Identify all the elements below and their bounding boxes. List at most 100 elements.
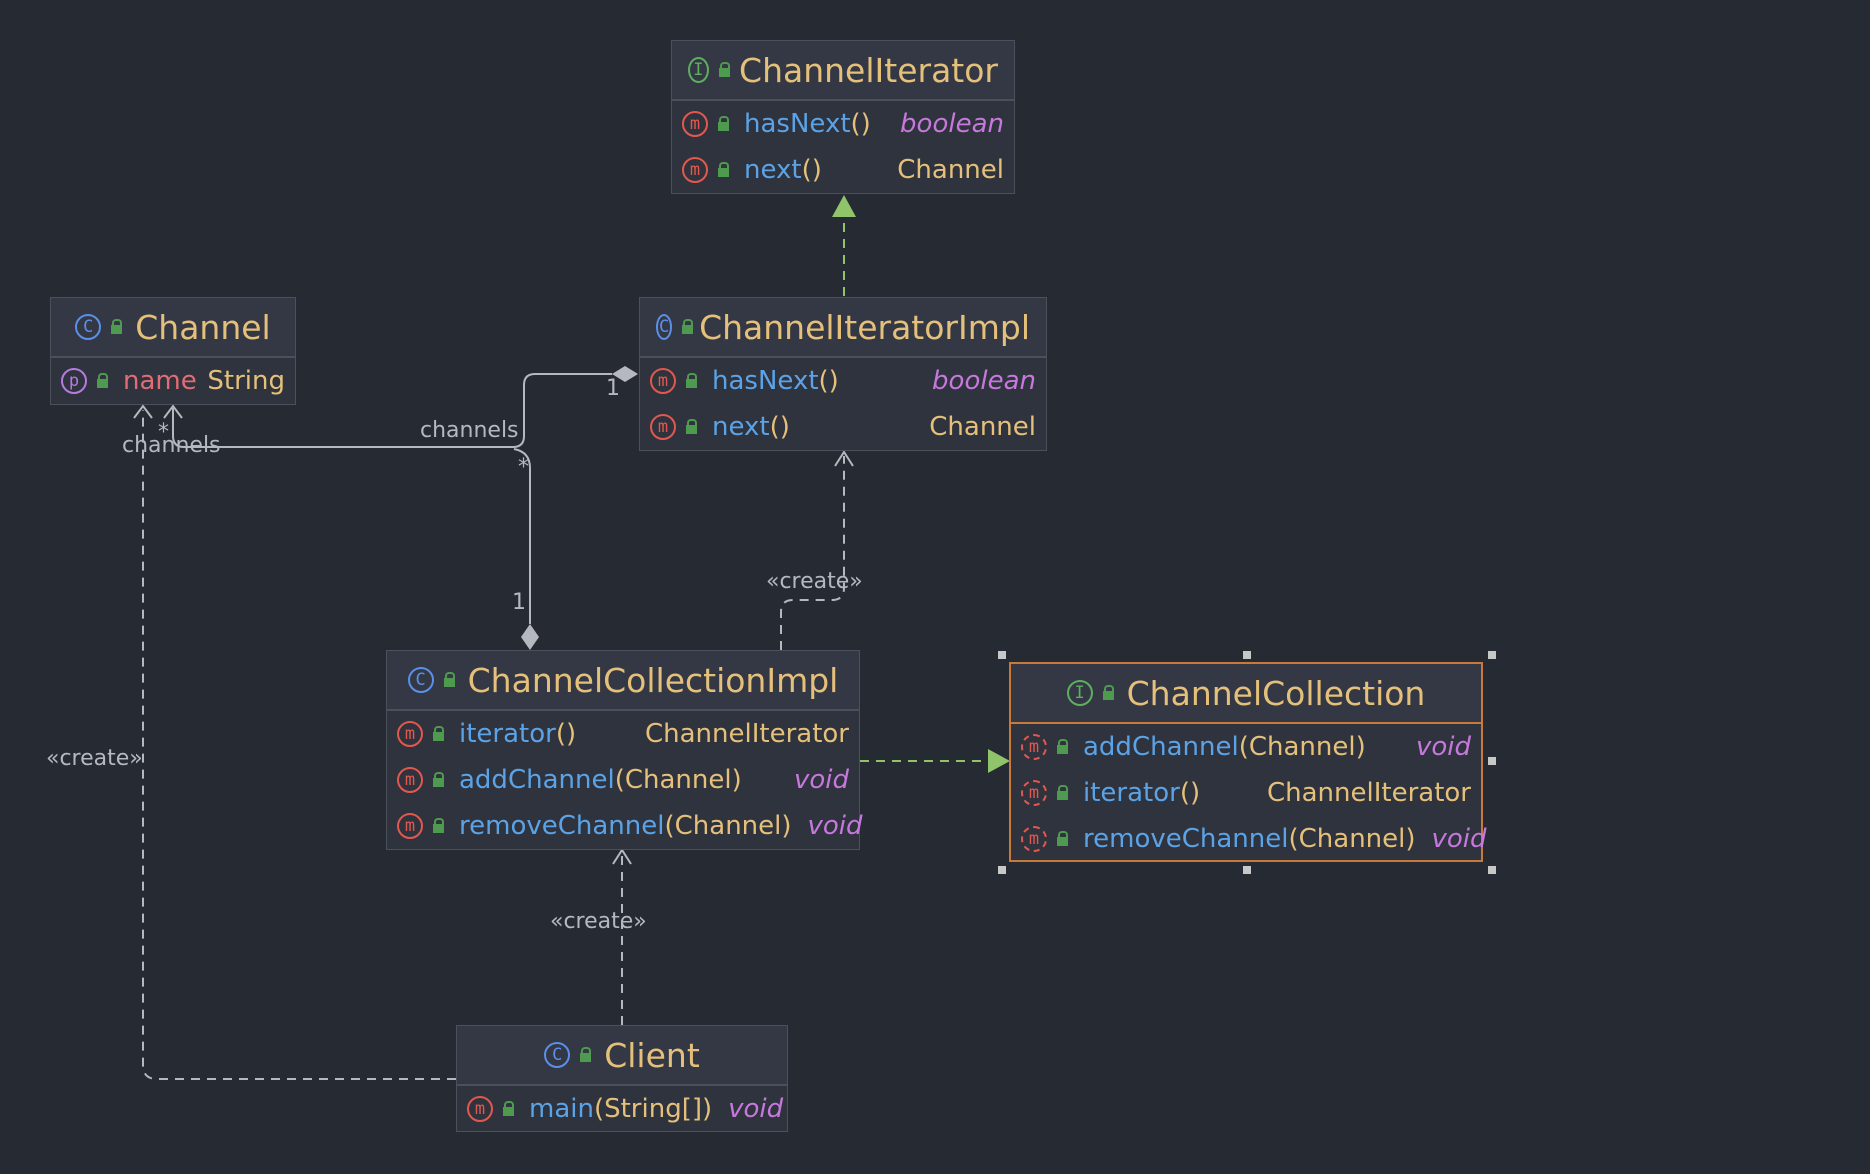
node-header: C ChannelIteratorImpl xyxy=(640,298,1046,358)
public-lock-icon xyxy=(431,726,447,742)
node-header: I ChannelCollection xyxy=(1011,664,1481,724)
public-lock-icon xyxy=(717,62,731,78)
member-row[interactable]: m iterator () ChannelIterator xyxy=(1011,770,1481,816)
member-type: void xyxy=(807,811,863,841)
member-type: String xyxy=(207,366,285,396)
member-params: (String[]) xyxy=(593,1094,713,1124)
stereotype-label: «create» xyxy=(550,909,647,934)
public-lock-icon xyxy=(684,373,700,389)
member-type: Channel xyxy=(929,412,1036,442)
member-row[interactable]: m hasNext () boolean xyxy=(640,358,1046,404)
multiplicity-label: * xyxy=(518,455,529,480)
public-lock-icon xyxy=(1055,739,1071,755)
node-client[interactable]: C Client m main (String[]) void xyxy=(456,1025,788,1132)
node-header: C Channel xyxy=(51,298,295,358)
member-row[interactable]: m addChannel (Channel) void xyxy=(1011,724,1481,770)
multiplicity-label: * xyxy=(158,420,169,445)
member-row[interactable]: m removeChannel (Channel) void xyxy=(1011,816,1487,862)
node-title: ChannelCollection xyxy=(1126,673,1426,713)
public-lock-icon xyxy=(1101,685,1117,701)
node-title: ChannelCollectionImpl xyxy=(467,660,839,700)
member-type: void xyxy=(793,765,849,795)
member-type: ChannelIterator xyxy=(1266,778,1471,808)
stereotype-label: «create» xyxy=(46,746,143,771)
member-type: void xyxy=(1431,824,1487,854)
node-channel[interactable]: C Channel p name String xyxy=(50,297,296,405)
member-type: boolean xyxy=(932,366,1036,396)
resize-handle[interactable] xyxy=(1488,651,1496,659)
resize-handle[interactable] xyxy=(1488,866,1496,874)
realization-edge-collection[interactable] xyxy=(860,749,1010,773)
member-row[interactable]: m main (String[]) void xyxy=(457,1086,787,1132)
public-lock-icon xyxy=(1055,785,1071,801)
public-lock-icon xyxy=(501,1101,517,1117)
public-lock-icon xyxy=(578,1047,594,1063)
method-icon: m xyxy=(682,111,708,137)
public-lock-icon xyxy=(1055,831,1071,847)
edge-label-channels: channels xyxy=(122,433,221,458)
create-edge-iterator-impl[interactable] xyxy=(780,450,854,650)
member-params: () xyxy=(555,719,577,749)
abstract-method-icon: m xyxy=(1021,826,1047,852)
member-name: addChannel xyxy=(459,765,615,795)
resize-handle[interactable] xyxy=(998,651,1006,659)
interface-icon: I xyxy=(688,57,709,83)
abstract-method-icon: m xyxy=(1021,734,1047,760)
member-row[interactable]: m removeChannel (Channel) void xyxy=(387,803,863,849)
realization-edge-iterator[interactable] xyxy=(832,195,856,296)
member-params: () xyxy=(769,412,790,442)
member-row[interactable]: m next () Channel xyxy=(640,404,1046,450)
member-name: next xyxy=(712,412,770,442)
member-row[interactable]: m iterator () ChannelIterator xyxy=(387,711,859,757)
node-channel-collection-impl[interactable]: C ChannelCollectionImpl m iterator () Ch… xyxy=(386,650,863,850)
member-name: name xyxy=(123,366,197,396)
class-icon: C xyxy=(75,314,102,340)
create-edge-collection-impl[interactable] xyxy=(612,848,632,1025)
resize-handle[interactable] xyxy=(1488,757,1496,765)
class-icon: C xyxy=(656,314,673,340)
member-type: Channel xyxy=(897,155,1004,185)
node-title: ChannelIteratorImpl xyxy=(699,307,1030,347)
public-lock-icon xyxy=(716,116,732,132)
method-icon: m xyxy=(397,767,423,793)
multiplicity-label: 1 xyxy=(512,590,526,615)
member-row[interactable]: m hasNext () boolean xyxy=(672,101,1014,147)
association-edge-collection-channels[interactable] xyxy=(513,448,539,650)
member-name: main xyxy=(529,1094,594,1124)
member-row[interactable]: p name String xyxy=(51,358,295,404)
node-title: Client xyxy=(604,1035,700,1075)
member-params: () xyxy=(1179,778,1201,808)
member-row[interactable]: m addChannel (Channel) void xyxy=(387,757,859,803)
edge-label-channels: channels xyxy=(420,418,519,443)
member-params: () xyxy=(801,155,822,185)
public-lock-icon xyxy=(95,373,111,389)
member-name: iterator xyxy=(1083,778,1180,808)
class-icon: C xyxy=(544,1042,571,1068)
property-icon: p xyxy=(61,368,87,394)
create-edge-channel[interactable] xyxy=(133,404,456,1080)
resize-handle[interactable] xyxy=(1243,866,1251,874)
member-name: iterator xyxy=(459,719,556,749)
method-icon: m xyxy=(397,813,423,839)
member-type: void xyxy=(1415,732,1471,762)
member-name: next xyxy=(744,155,802,185)
member-params: (Channel) xyxy=(1288,824,1416,854)
node-title: Channel xyxy=(135,307,271,347)
association-edge-iterator-channels[interactable] xyxy=(163,366,638,448)
member-type: void xyxy=(728,1094,784,1124)
method-icon: m xyxy=(397,721,423,747)
node-channel-collection[interactable]: I ChannelCollection m addChannel (Channe… xyxy=(1009,662,1487,862)
member-row[interactable]: m next () Channel xyxy=(672,147,1014,193)
public-lock-icon xyxy=(431,818,447,834)
member-name: addChannel xyxy=(1083,732,1239,762)
public-lock-icon xyxy=(431,772,447,788)
public-lock-icon xyxy=(684,419,700,435)
node-channel-iterator-impl[interactable]: C ChannelIteratorImpl m hasNext () boole… xyxy=(639,297,1047,451)
method-icon: m xyxy=(650,414,676,440)
resize-handle[interactable] xyxy=(1243,651,1251,659)
resize-handle[interactable] xyxy=(998,866,1006,874)
node-channel-iterator[interactable]: I ChannelIterator m hasNext () boolean m… xyxy=(671,40,1015,194)
node-header: C Client xyxy=(457,1026,787,1086)
member-params: (Channel) xyxy=(664,811,792,841)
